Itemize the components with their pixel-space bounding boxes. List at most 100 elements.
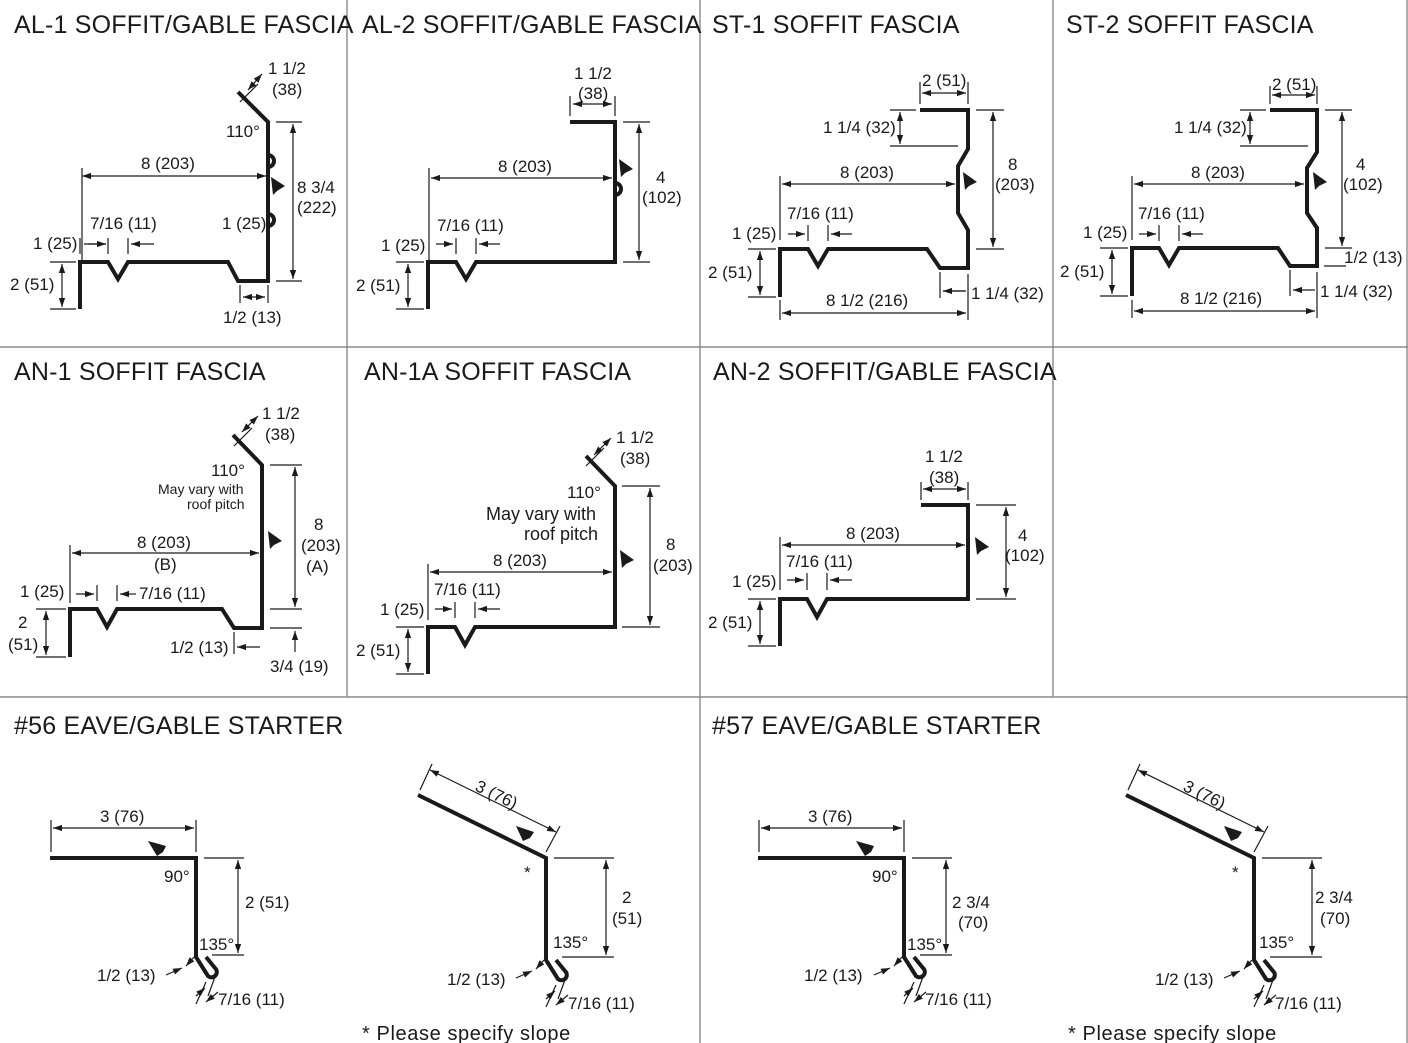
dim-offset: 1 1/4 (32)	[823, 118, 896, 137]
flow-arrow-icon	[271, 177, 285, 195]
dim-top-a: 3 (76)	[808, 807, 852, 826]
panel-title: ST-2 SOFFIT FASCIA	[1066, 11, 1314, 39]
dim-return-mm: (38)	[620, 449, 650, 468]
al2-profile	[426, 120, 617, 309]
pitch-note-line1: May vary with	[486, 504, 596, 524]
dim-kick: 1/2 (13)	[170, 638, 229, 657]
dim-hem-a: 1/2 (13)	[97, 966, 156, 985]
dim-leg: 2 (51)	[1060, 262, 1104, 281]
dim-kick: 1/2 (13)	[223, 308, 282, 327]
dim-return: 2 (51)	[922, 71, 966, 90]
dim-face: 4	[1356, 155, 1365, 174]
dim-face: 8 3/4	[297, 178, 335, 197]
dim-return-mm: (38)	[272, 80, 302, 99]
s57-profile-b	[1125, 793, 1277, 983]
dim-groove: 7/16 (11)	[437, 216, 504, 235]
panel-title: AN-2 SOFFIT/GABLE FASCIA	[713, 358, 1057, 386]
dim-drip: 1 (25)	[33, 234, 77, 253]
pitch-note-line2: roof pitch	[187, 496, 245, 512]
panel-title: #57 EAVE/GABLE STARTER	[712, 712, 1042, 740]
dim-leg: 2 (51)	[356, 641, 400, 660]
dim-return: 1 1/2	[268, 59, 306, 78]
slope-note: * Please specify slope	[362, 1023, 571, 1043]
dim-return: 1 1/2	[262, 404, 300, 423]
dim-offset: 1 1/4 (32)	[1174, 118, 1247, 137]
flow-arrow-icon	[516, 826, 534, 841]
angle-hem-a: 135°	[199, 935, 234, 954]
al1-bumps	[267, 153, 276, 228]
al1-profile	[78, 90, 270, 309]
dim-return: 1 1/2	[616, 428, 654, 447]
angle-label: 110°	[567, 483, 601, 502]
panel-title: AL-2 SOFFIT/GABLE FASCIA	[362, 11, 702, 39]
dim-groove: 7/16 (11)	[1138, 204, 1205, 223]
flow-arrow-icon	[1224, 826, 1242, 841]
dim-return: 1 1/2	[925, 447, 963, 466]
dim-groove: 7/16 (11)	[786, 552, 853, 571]
dim-leg: 2 (51)	[10, 275, 54, 294]
dim-face-b: 2 3/4	[1315, 888, 1353, 907]
dim-width-tag: (B)	[154, 555, 177, 574]
dim-width: 8 (203)	[498, 157, 552, 176]
flow-arrow-icon	[1313, 172, 1327, 190]
dim-face-b: 2	[622, 888, 631, 907]
panel-title: ST-1 SOFFIT FASCIA	[712, 11, 960, 39]
dim-leg: 2 (51)	[708, 613, 752, 632]
dim-face: 4	[656, 168, 665, 187]
dim-leg-top: 2	[18, 613, 27, 632]
dim-face-mm: (203)	[995, 175, 1035, 194]
dim-bottom: 8 1/2 (216)	[1180, 289, 1262, 308]
dim-face: 8	[1008, 155, 1017, 174]
an2-profile	[778, 503, 970, 646]
dim-hem-a: 1/2 (13)	[804, 966, 863, 985]
dim-lip: 1 (25)	[381, 236, 425, 255]
dim-lip: 1 (25)	[222, 214, 266, 233]
dim-face-b-mm: (51)	[612, 909, 642, 928]
dim-top-b: 3 (76)	[1180, 777, 1228, 814]
dim-face-b-mm: (70)	[1320, 909, 1350, 928]
flow-arrow-icon	[148, 841, 166, 856]
panel-an1a: AN-1A SOFFIT FASCIA 1 1/2 (38) 110° May …	[356, 358, 693, 675]
flow-arrow-icon	[619, 159, 633, 177]
dim-drop: 1/2 (13)	[1344, 248, 1403, 267]
dim-top-a: 3 (76)	[100, 807, 144, 826]
dim-face-mm: (102)	[1343, 175, 1383, 194]
dim-leg-bottom: (51)	[8, 635, 38, 654]
al2-bump	[614, 181, 623, 197]
dim-hem-w-a: 7/16 (11)	[925, 990, 992, 1009]
panel-an2: AN-2 SOFFIT/GABLE FASCIA 1 1/2 (38) 4 (1…	[708, 358, 1057, 647]
dim-face-tag: (A)	[306, 557, 329, 576]
angle-hem-b: 135°	[553, 933, 588, 952]
slope-note: * Please specify slope	[1068, 1023, 1277, 1043]
dim-kick: 1 1/4 (32)	[971, 284, 1044, 303]
dim-return-mm: (38)	[929, 468, 959, 487]
panel-s56: #56 EAVE/GABLE STARTER 3 (76) 90° 2 (51)…	[14, 712, 642, 1043]
dim-width: 8 (203)	[846, 524, 900, 543]
dim-hem-b: 1/2 (13)	[1155, 970, 1214, 989]
dim-return: 1 1/2	[574, 64, 612, 83]
an1-profile	[68, 433, 264, 657]
dim-top-b: 3 (76)	[472, 777, 520, 814]
panel-title: AN-1 SOFFIT FASCIA	[14, 358, 266, 386]
dim-face: 4	[1018, 526, 1027, 545]
st2-profile	[1130, 108, 1319, 296]
dim-face-mm: (102)	[642, 188, 682, 207]
dim-width: 8 (203)	[137, 533, 191, 552]
dim-lip: 1 (25)	[732, 224, 776, 243]
dim-groove: 7/16 (11)	[90, 214, 157, 233]
st1-profile	[778, 108, 970, 297]
dim-face-mm: (203)	[301, 536, 341, 555]
dim-leg: 2 (51)	[356, 276, 400, 295]
dim-hem-w-a: 7/16 (11)	[218, 990, 285, 1009]
panel-st2: ST-2 SOFFIT FASCIA 2 (51) 1 1/4 (32) 4 (…	[1060, 11, 1403, 318]
dim-face-a: 2 3/4	[952, 893, 990, 912]
panel-s57: #57 EAVE/GABLE STARTER 3 (76) 90° 2 3/4 …	[712, 712, 1353, 1043]
pitch-note-line1: May vary with	[158, 481, 244, 497]
dim-face: 8	[666, 535, 675, 554]
dim-lip: 1 (25)	[380, 600, 424, 619]
dim-face-mm: (222)	[297, 198, 337, 217]
flow-arrow-icon	[856, 841, 874, 856]
flow-arrow-icon	[268, 531, 282, 549]
flow-arrow-icon	[620, 550, 634, 568]
dim-lip: 1 (25)	[1083, 223, 1127, 242]
